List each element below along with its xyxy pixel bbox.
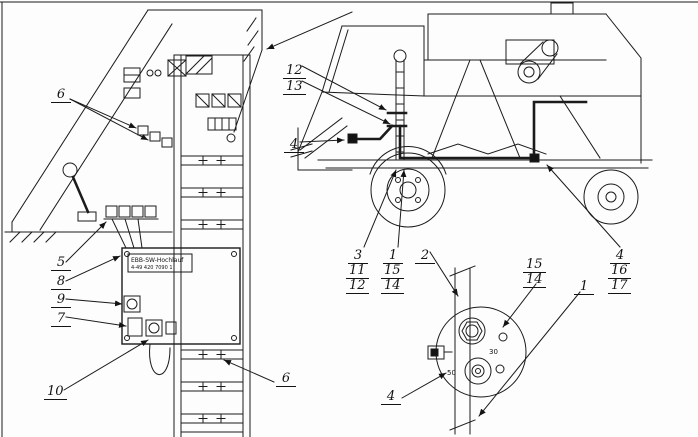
terminal-label-30: 30 [489,348,498,356]
callout-14-detail: 14 [523,273,546,288]
wiring-harness [354,100,588,160]
callout-4-left: 4 [284,138,304,153]
callout-7: 7 [51,312,71,327]
box-label-line1: EBB-SW-Hochlauf [131,257,184,264]
callout-2: 2 [415,249,435,264]
callout-6-top-left: 6 [51,88,71,103]
callout-5: 5 [51,256,71,271]
callout-15-detail: 15 [523,258,546,273]
leader-lines-left [63,98,275,391]
callout-12: 12 [283,64,306,79]
callout-1-detail: 1 [574,280,594,295]
front-wheel [369,145,447,228]
detail-reference-arrow [266,11,353,50]
leader-lines-side [299,65,621,297]
conveyor [173,54,251,437]
harness-connector-rear [529,153,540,163]
detail-view [401,265,581,435]
harvester-body [423,2,642,164]
side-view [266,2,653,297]
starter-solenoid [427,306,527,398]
callout-1: 1 [383,249,403,264]
relay-cluster [123,55,242,148]
leader-lines-detail [401,283,581,417]
callout-15: 15 [381,264,404,279]
frame-bar [449,265,476,435]
callout-17: 17 [608,279,631,294]
callout-10: 10 [44,385,67,400]
terminal-strip [103,205,159,249]
harness-connector-front [347,133,358,144]
left-view [4,9,275,437]
callout-16: 16 [608,264,631,279]
cab [321,25,425,97]
callout-9: 9 [51,293,71,308]
control-lever [62,162,97,222]
callout-8: 8 [51,275,71,290]
callout-4-detail: 4 [381,390,401,405]
header-feeder [290,91,353,171]
exhaust [550,2,574,15]
callout-11: 11 [346,264,369,279]
callout-12b: 12 [346,279,369,294]
callout-6-bottom: 6 [276,372,296,387]
callout-4-right: 4 [610,249,630,264]
callout-14: 14 [381,279,404,294]
terminal-label-50: 50 [447,369,456,377]
rear-wheel [583,169,639,225]
electrical-box [121,247,241,376]
internal-machinery [393,39,601,161]
box-label-line2: 4-49 420 7090 1 [131,265,173,271]
callout-3: 3 [348,249,368,264]
callout-13: 13 [283,80,306,95]
